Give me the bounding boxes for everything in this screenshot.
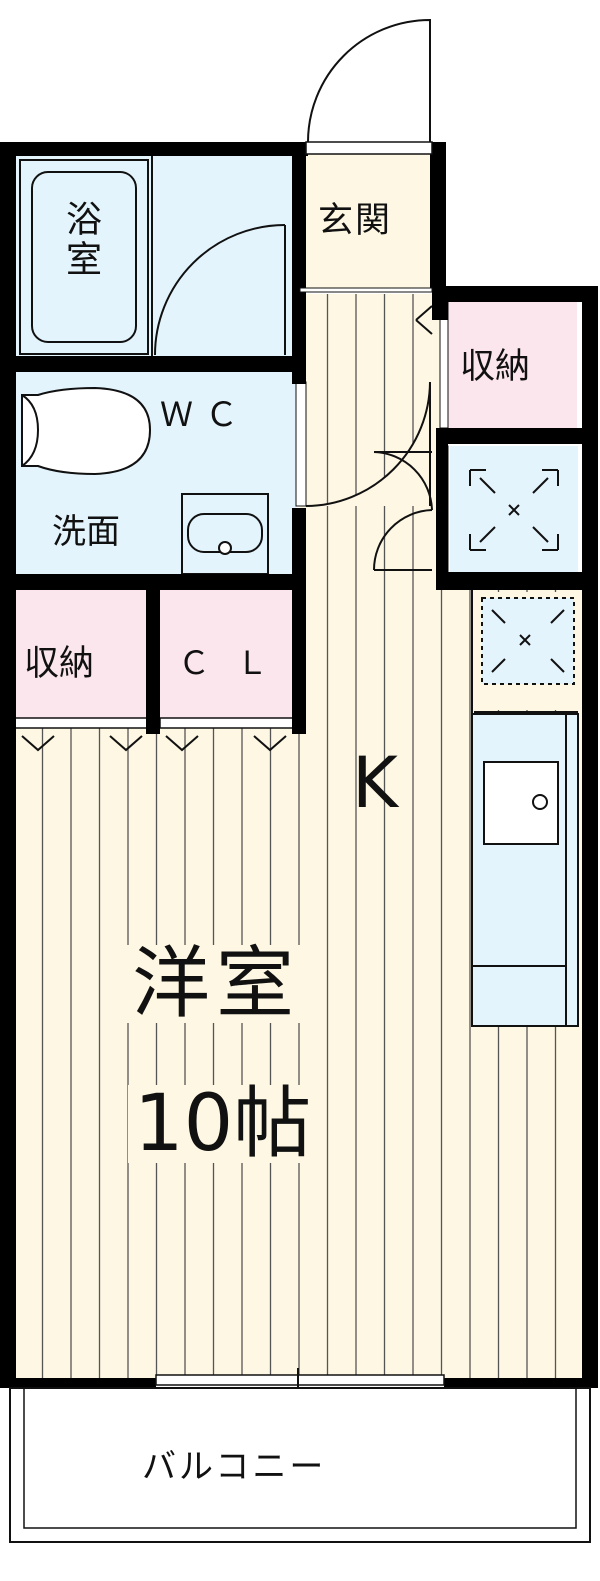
floor-western-room <box>14 728 304 1383</box>
western-room-label: 洋室 <box>126 945 307 1023</box>
bathtub-inner <box>31 171 137 343</box>
wash-basin <box>181 493 269 575</box>
storage-room-label: 収納 <box>24 644 95 684</box>
closet <box>160 590 294 718</box>
bath-label: 浴室 <box>60 200 101 280</box>
washroom-label: 洗面 <box>52 512 120 552</box>
storage-room <box>14 590 148 718</box>
floor-entrance <box>300 150 440 288</box>
bath-door-swing <box>154 224 286 356</box>
walls <box>0 142 598 1388</box>
entrance-label: 玄関 <box>318 201 393 241</box>
balcony-window <box>155 1374 445 1386</box>
kitchen-label: K <box>352 742 398 824</box>
closet-label: ＣＬ <box>178 644 295 682</box>
balcony <box>9 1387 591 1543</box>
wc-door-swing <box>305 381 431 507</box>
balcony-label: バルコニー <box>142 1447 327 1487</box>
toilet <box>21 386 152 476</box>
wc-label: ＷＣ <box>160 395 250 434</box>
storage-kitchen-label: 収納 <box>460 347 531 387</box>
bathtub <box>19 159 149 355</box>
western-room-size: 10帖 <box>128 1085 318 1163</box>
kitchen-counter <box>471 713 579 1027</box>
entrance-door-swing <box>307 18 431 143</box>
storage-kitchen <box>447 300 577 428</box>
